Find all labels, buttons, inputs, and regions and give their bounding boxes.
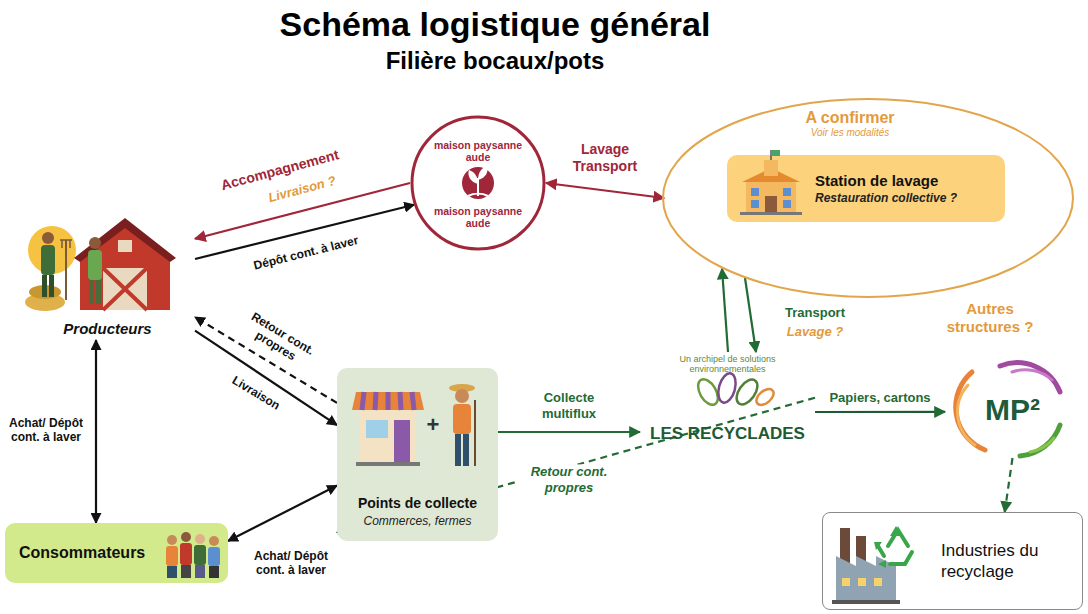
flow-arrow: [498, 431, 640, 433]
node-text: Un archipel de solutions environnemental…: [648, 354, 808, 374]
node-text: LES RECYCLADES: [650, 424, 805, 444]
node-text: Points de collecte: [358, 494, 477, 513]
title-holder: Schéma logistique général: [280, 5, 711, 44]
node-text: Commerces, fermes: [363, 513, 471, 529]
edge-label: Papiers, cartons: [827, 390, 932, 406]
node-text: Station de lavage: [815, 171, 999, 190]
node-text: maison paysanne aude: [428, 139, 528, 163]
plus-sign: +: [427, 412, 440, 438]
ellipse-shape: [663, 99, 1073, 297]
logo-box: Un archipel de solutions environnemental…: [640, 352, 815, 452]
mp2-swirl: [956, 363, 1060, 456]
flow-arrow: [815, 411, 945, 413]
subtitle: Filière bocaux/pots: [386, 47, 605, 75]
circle-shape: [412, 117, 544, 249]
logo-box: MP²: [945, 362, 1080, 458]
edge-label: Transport: [783, 305, 847, 321]
process-box: Station de lavageRestauration collective…: [727, 155, 1005, 222]
farmer-icon: [449, 384, 475, 466]
edge-label-holder: Retour cont. propres: [515, 464, 623, 495]
node-text: Restauration collective ?: [815, 190, 999, 206]
leaves-icon: [694, 371, 776, 408]
flow-arrow: [722, 269, 728, 352]
edge-label: Achat/ Dépôt cont. à laver: [6, 416, 86, 445]
process-box: Industries du recyclage: [822, 512, 1083, 610]
people-icon: [166, 532, 220, 578]
flow-arrow: [745, 278, 756, 352]
edge-label-holder: Achat/ Dépôt cont. à laver: [249, 549, 333, 578]
edge-label-holder: Lavage Transport: [565, 141, 645, 175]
circle-outline: [410, 115, 546, 251]
edge-label-holder: Dépôt cont. à laver: [250, 233, 362, 274]
edge-label-holder: Papiers, cartons: [827, 390, 932, 406]
node-text: A confirmer: [750, 108, 950, 127]
edge-label: Collecte multiflux: [529, 390, 609, 421]
school-icon: [740, 150, 802, 215]
node-text: Autres structures ?: [940, 300, 1040, 336]
actor-illustration: Producteurs: [20, 205, 195, 340]
edge-label: Achat/ Dépôt cont. à laver: [249, 549, 333, 578]
dashed-arrow: [1005, 458, 1013, 512]
region-ellipse: A confirmerVoir les modalitésAutres stru…: [662, 98, 1074, 298]
plus-sign-holder: +: [427, 412, 440, 438]
process-box: Points de collecteCommerces, fermes: [337, 368, 498, 541]
shop-icon: [352, 392, 424, 466]
logo-circle: maison paysanne aude maison paysanne aude: [410, 115, 546, 251]
edge-label-holder: Transport: [783, 305, 847, 321]
subtitle-holder: Filière bocaux/pots: [386, 47, 605, 75]
actor-box: Consommateurs: [5, 523, 228, 583]
flow-arrow: [95, 340, 97, 523]
edge-label: Dépôt cont. à laver: [250, 233, 362, 274]
node-text: Consommateurs: [19, 544, 145, 562]
edge-label: Lavage ?: [785, 324, 845, 340]
node-text: Industries du recyclage: [941, 540, 1074, 582]
barn-illustration: [25, 218, 176, 311]
node-text: Voir les modalités: [750, 127, 950, 139]
edge-label: Livraison: [228, 372, 285, 414]
node-text: maison paysanne aude: [428, 205, 528, 229]
edge-label-holder: Retour cont. propres: [231, 303, 327, 377]
flow-arrow: [228, 486, 337, 541]
edge-label: Lavage Transport: [565, 141, 645, 175]
factory-icon: [832, 528, 900, 604]
plant-logo: [462, 166, 494, 199]
edge-label-holder: Livraison: [228, 372, 285, 414]
node-text: Producteurs: [63, 320, 151, 337]
node-text: MP²: [985, 393, 1040, 427]
flow-arrow: [546, 183, 664, 198]
recycle-symbol: [874, 526, 912, 568]
edge-label-holder: Collecte multiflux: [529, 390, 609, 421]
edge-label-holder: Achat/ Dépôt cont. à laver: [6, 416, 86, 445]
edge-label: Retour cont. propres: [231, 303, 327, 377]
edge-label-holder: Lavage ?: [785, 324, 845, 340]
title: Schéma logistique général: [280, 5, 711, 44]
edge-label: Retour cont. propres: [515, 464, 623, 495]
